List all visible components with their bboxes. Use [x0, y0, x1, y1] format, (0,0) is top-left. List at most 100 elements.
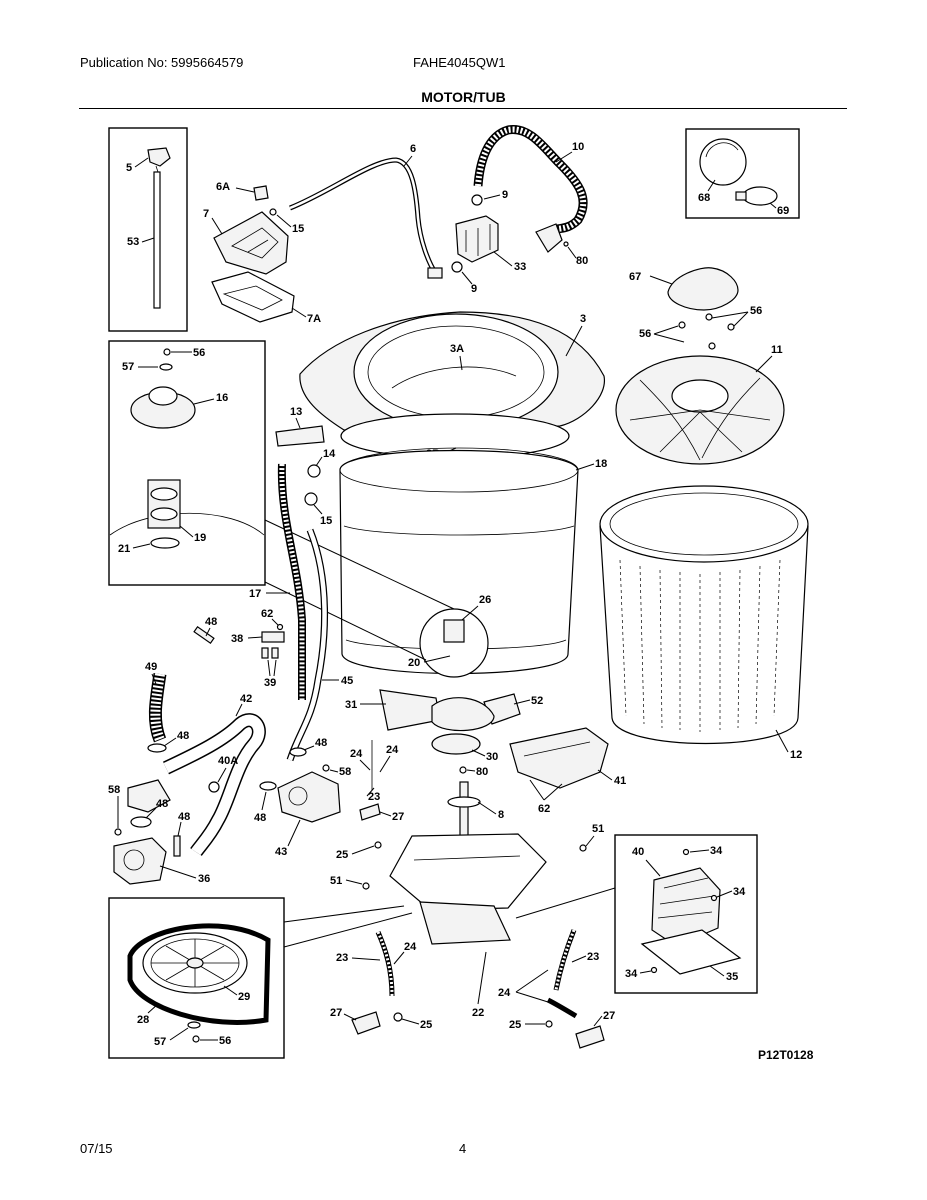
- callout-45[interactable]: 45: [341, 675, 353, 687]
- callout-9b[interactable]: 9: [471, 283, 477, 295]
- callout-56c[interactable]: 56: [193, 347, 205, 359]
- callout-34c[interactable]: 34: [625, 968, 638, 980]
- callout-69[interactable]: 69: [777, 205, 789, 217]
- part-40a-clip: [208, 781, 220, 793]
- callout-49[interactable]: 49: [145, 661, 157, 673]
- callout-13[interactable]: 13: [290, 406, 302, 418]
- callout-9a[interactable]: 9: [502, 189, 508, 201]
- page-title: MOTOR/TUB: [421, 89, 506, 105]
- callout-80b[interactable]: 80: [476, 766, 488, 778]
- callout-24c[interactable]: 24: [404, 941, 417, 953]
- callout-38[interactable]: 38: [231, 633, 243, 645]
- callout-34a[interactable]: 34: [710, 845, 723, 857]
- callout-8[interactable]: 8: [498, 809, 504, 821]
- callout-25b[interactable]: 25: [420, 1019, 432, 1031]
- callout-15a[interactable]: 15: [292, 223, 304, 235]
- part-29-pulley: [142, 932, 248, 994]
- callout-27c[interactable]: 27: [603, 1010, 615, 1022]
- callout-19[interactable]: 19: [194, 532, 206, 544]
- callout-56d[interactable]: 56: [219, 1035, 231, 1047]
- callout-10[interactable]: 10: [572, 141, 584, 153]
- callout-40[interactable]: 40: [632, 846, 644, 858]
- callout-26[interactable]: 26: [479, 594, 491, 606]
- callout-16[interactable]: 16: [216, 392, 228, 404]
- callout-57b[interactable]: 57: [154, 1036, 166, 1048]
- callout-48e[interactable]: 48: [178, 811, 190, 823]
- callout-48b[interactable]: 48: [177, 730, 189, 742]
- callout-62b[interactable]: 62: [538, 803, 550, 815]
- callout-12[interactable]: 12: [790, 749, 802, 761]
- part-18-outer-tub: [339, 447, 579, 675]
- callout-62a[interactable]: 62: [261, 608, 273, 620]
- callout-3a[interactable]: 3A: [450, 343, 464, 355]
- callout-51b[interactable]: 51: [330, 875, 342, 887]
- callout-27a[interactable]: 27: [392, 811, 404, 823]
- callout-33[interactable]: 33: [514, 261, 526, 273]
- part-40-motor: [640, 867, 742, 975]
- callout-20[interactable]: 20: [408, 657, 420, 669]
- callout-42[interactable]: 42: [240, 693, 252, 705]
- callout-43[interactable]: 43: [275, 846, 287, 858]
- callout-67[interactable]: 67: [629, 271, 641, 283]
- callout-36[interactable]: 36: [198, 873, 210, 885]
- callout-21[interactable]: 21: [118, 543, 130, 555]
- part-58-screw: [114, 828, 122, 836]
- callout-23a[interactable]: 23: [368, 791, 380, 803]
- inset-hub-detail: [419, 608, 489, 678]
- callout-25c[interactable]: 25: [509, 1019, 521, 1031]
- callout-29[interactable]: 29: [238, 991, 250, 1003]
- callout-22[interactable]: 22: [472, 1007, 484, 1019]
- callout-48f[interactable]: 48: [254, 812, 266, 824]
- callout-27b[interactable]: 27: [330, 1007, 342, 1019]
- callout-23b[interactable]: 23: [336, 952, 348, 964]
- callout-3[interactable]: 3: [580, 313, 586, 325]
- callout-52[interactable]: 52: [531, 695, 543, 707]
- callout-7[interactable]: 7: [203, 208, 209, 220]
- part-26-hub: [443, 619, 465, 643]
- part-9-washer-top: [471, 194, 483, 206]
- callout-58a[interactable]: 58: [108, 784, 120, 796]
- callout-18[interactable]: 18: [595, 458, 607, 470]
- inset-standpipe: [108, 127, 188, 332]
- callout-6a[interactable]: 6A: [216, 181, 230, 193]
- callout-56a[interactable]: 56: [750, 305, 762, 317]
- callout-6[interactable]: 6: [410, 143, 416, 155]
- callout-15b[interactable]: 15: [320, 515, 332, 527]
- callout-39[interactable]: 39: [264, 677, 276, 689]
- callout-24b[interactable]: 24: [386, 744, 399, 756]
- callout-17[interactable]: 17: [249, 588, 261, 600]
- callout-48d[interactable]: 48: [156, 798, 168, 810]
- callout-51a[interactable]: 51: [592, 823, 604, 835]
- callout-56b[interactable]: 56: [639, 328, 651, 340]
- callout-48c[interactable]: 48: [315, 737, 327, 749]
- part-14-clip: [307, 464, 321, 478]
- callout-11[interactable]: 11: [771, 344, 783, 356]
- callout-53[interactable]: 53: [127, 236, 139, 248]
- callout-28[interactable]: 28: [137, 1014, 149, 1026]
- callout-57a[interactable]: 57: [122, 361, 134, 373]
- callout-41[interactable]: 41: [614, 775, 626, 787]
- callout-35[interactable]: 35: [726, 971, 738, 983]
- callout-24a[interactable]: 24: [350, 748, 363, 760]
- callout-25a[interactable]: 25: [336, 849, 348, 861]
- callout-68[interactable]: 68: [698, 192, 710, 204]
- part-41-shield: [509, 727, 609, 789]
- part-11-impeller: [615, 355, 785, 465]
- part-56-bolt-e: [727, 323, 735, 331]
- callout-24d[interactable]: 24: [498, 987, 511, 999]
- callout-80a[interactable]: 80: [576, 255, 588, 267]
- callout-23c[interactable]: 23: [587, 951, 599, 963]
- part-25-nut-b: [393, 1012, 403, 1022]
- part-38-bracket: [261, 631, 285, 643]
- callout-48a[interactable]: 48: [205, 616, 217, 628]
- part-3-tub-cover: [299, 311, 605, 431]
- callout-14[interactable]: 14: [323, 448, 336, 460]
- callout-34b[interactable]: 34: [733, 886, 746, 898]
- callout-31[interactable]: 31: [345, 699, 357, 711]
- callout-5[interactable]: 5: [126, 162, 132, 174]
- callout-40a[interactable]: 40A: [218, 755, 238, 767]
- callout-58b[interactable]: 58: [339, 766, 351, 778]
- part-58-screw-b: [322, 764, 330, 772]
- callout-7a[interactable]: 7A: [307, 313, 321, 325]
- callout-30[interactable]: 30: [486, 751, 498, 763]
